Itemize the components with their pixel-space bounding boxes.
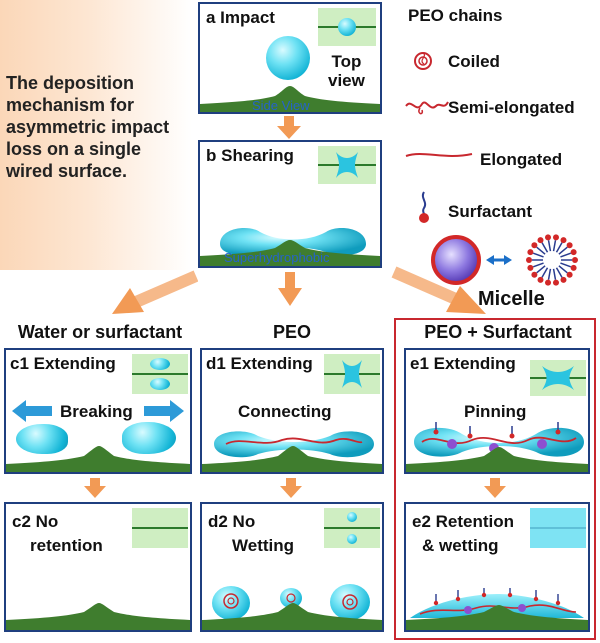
panel-e1-extending: e1 Extending Pinning bbox=[404, 348, 590, 474]
elongated-chain-icon bbox=[405, 153, 473, 157]
intro-line-4: loss on a single bbox=[6, 139, 142, 159]
legend-semi-elongated: Semi-elongated bbox=[448, 98, 575, 117]
intro-line-1: The deposition bbox=[6, 73, 134, 93]
panel-d1-connecting-label: Connecting bbox=[238, 402, 332, 421]
section-peo-surfactant: PEO + Surfactant bbox=[424, 322, 572, 342]
panel-e1-ground bbox=[406, 447, 588, 472]
panel-a-impact: a Impact Top view Side View bbox=[198, 2, 382, 114]
legend-micelle: Micelle bbox=[478, 288, 545, 310]
panel-c1-left-droplet bbox=[16, 424, 68, 454]
panel-c1-breaking-label: Breaking bbox=[60, 402, 133, 421]
panel-a-topview-label: Top view bbox=[328, 52, 365, 90]
panel-e1-pinned-film bbox=[414, 422, 584, 457]
panel-e2-ground bbox=[406, 605, 588, 630]
coiled-chain-icon bbox=[414, 52, 432, 70]
panel-d1-extending: d1 Extending Connecting bbox=[200, 348, 384, 474]
surfactant-icon bbox=[419, 191, 429, 223]
panel-b-ground bbox=[200, 240, 380, 266]
intro-text: The deposition mechanism for asymmetric … bbox=[6, 72, 196, 182]
arrow-to-peo-surfactant bbox=[391, 266, 486, 314]
panel-d2-left-droplet bbox=[212, 586, 250, 620]
panel-d2-no-wetting: d2 No Wetting bbox=[200, 502, 384, 632]
legend-header: PEO chains bbox=[408, 6, 503, 25]
arrow-a-to-b bbox=[277, 116, 301, 139]
panel-d2-ground bbox=[202, 603, 382, 630]
panel-b-topview-thumb bbox=[318, 146, 376, 184]
panel-d2-coiled-chains bbox=[223, 593, 358, 610]
panel-c1-title: c1 Extending bbox=[10, 354, 116, 373]
panel-d2-center-droplet bbox=[280, 588, 302, 608]
panel-c2-ground bbox=[6, 603, 190, 630]
panel-d1-ground bbox=[202, 446, 382, 472]
panel-d1-title: d1 Extending bbox=[206, 354, 313, 373]
panel-d1-connected-droplets bbox=[214, 431, 374, 458]
intro-background bbox=[0, 0, 192, 270]
intro-line-5: wired surface. bbox=[6, 161, 128, 181]
panel-e2-topview-thumb bbox=[530, 508, 586, 548]
panel-a-side-view: Side View bbox=[252, 98, 310, 113]
legend-elongated: Elongated bbox=[480, 150, 563, 169]
panel-c1-right-droplet bbox=[122, 422, 176, 454]
arrow-e1-to-e2 bbox=[484, 478, 506, 498]
panel-d2-topview-thumb bbox=[324, 508, 380, 548]
panel-e1-title: e1 Extending bbox=[410, 354, 516, 373]
section-water-or-surfactant: Water or surfactant bbox=[17, 322, 183, 342]
panel-e1-pinning-label: Pinning bbox=[464, 402, 527, 421]
panel-a-droplet bbox=[266, 36, 310, 80]
panel-e2-title: e2 Retention & wetting bbox=[412, 512, 515, 555]
legend-surfactant: Surfactant bbox=[448, 202, 533, 221]
panel-b-title: b Shearing bbox=[206, 146, 294, 165]
panel-c1-right-arrow-icon bbox=[144, 400, 184, 422]
panel-c2-topview-thumb bbox=[132, 508, 188, 548]
semi-elongated-chain-icon bbox=[405, 101, 449, 115]
arrow-d1-to-d2 bbox=[280, 478, 302, 498]
arrow-to-water bbox=[112, 270, 198, 314]
panel-c2-title: c2 No retention bbox=[12, 512, 103, 555]
panel-c1-extending: c1 Extending Breaking bbox=[4, 348, 192, 474]
panel-d2-title: d2 No Wetting bbox=[208, 512, 295, 555]
panel-c1-ground bbox=[6, 446, 190, 472]
panel-e2-retention-wetting: e2 Retention & wetting bbox=[404, 502, 590, 632]
panel-d1-topview-thumb bbox=[324, 354, 380, 394]
micelle-icon bbox=[431, 234, 578, 286]
panel-c2-no-retention: c2 No retention bbox=[4, 502, 192, 632]
legend-coiled: Coiled bbox=[448, 52, 500, 71]
arrow-to-peo bbox=[278, 272, 302, 306]
panel-a-ground bbox=[200, 86, 380, 112]
panel-e1-topview-thumb bbox=[530, 360, 586, 396]
panel-a-topview-thumb bbox=[318, 8, 376, 46]
panel-b-shearing: b Shearing Superhydrophobic bbox=[198, 140, 382, 268]
intro-line-3: asymmetric impact bbox=[6, 117, 170, 137]
panel-b-surface-label: Superhydrophobic bbox=[224, 250, 330, 265]
panel-d2-right-droplet bbox=[330, 584, 370, 620]
panel-c1-topview-thumb bbox=[132, 354, 188, 394]
peo-surfactant-highlight-frame bbox=[394, 318, 596, 640]
intro-line-2: mechanism for bbox=[6, 95, 135, 115]
panel-c1-left-arrow-icon bbox=[12, 400, 52, 422]
section-peo: PEO bbox=[272, 322, 311, 342]
panel-a-title: a Impact bbox=[206, 8, 275, 27]
arrow-c1-to-c2 bbox=[84, 478, 106, 498]
